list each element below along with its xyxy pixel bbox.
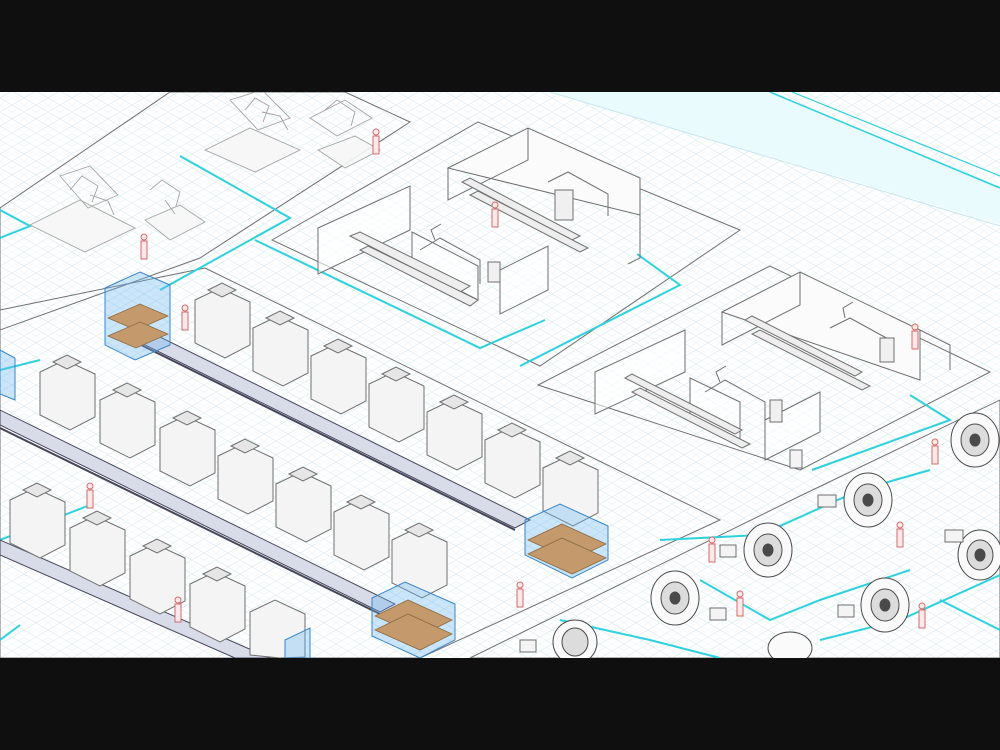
walkway-edge-line [769, 92, 1000, 189]
gantry-top-head [554, 189, 574, 221]
worker [491, 201, 499, 228]
workbenches [519, 449, 964, 653]
cnc-machine [9, 482, 66, 559]
zone-gantry-top-outline [270, 121, 742, 367]
workbench [837, 604, 855, 618]
zone-gantry-right-outline [536, 265, 992, 471]
worker [896, 521, 904, 548]
power-line-h [0, 624, 21, 641]
worker [372, 128, 380, 155]
power-line-b [159, 155, 293, 291]
worker [708, 536, 716, 563]
cnc-machine [333, 494, 390, 571]
cnc-machine [542, 450, 599, 527]
cnc-machine [99, 382, 156, 459]
cnc-machine [391, 522, 448, 599]
workbench [719, 544, 737, 558]
worker [918, 602, 926, 629]
cnc-machine [129, 538, 186, 615]
cnc-machine [189, 566, 246, 643]
jet-engine-4 [743, 522, 793, 578]
robot-cell-1 [203, 92, 381, 173]
worker [911, 323, 919, 350]
cnc-machine [249, 599, 306, 658]
worker [181, 304, 189, 331]
power-line-f [0, 359, 41, 371]
cnc-machine [194, 282, 251, 359]
zone-engine-assembly-outline [469, 399, 1000, 658]
worker [931, 438, 939, 465]
storage-racks [0, 271, 609, 658]
robot-welding-cells [28, 92, 381, 253]
gantry-right-fence-front [594, 329, 686, 415]
cnc-machine [426, 394, 483, 471]
letterbox-top [0, 0, 1000, 92]
cnc-machines-lower [9, 482, 306, 658]
storage-rack-bottom-edge [284, 627, 311, 658]
walkway-edge-line-3 [549, 92, 1000, 227]
gantry-top-fence-front [317, 185, 411, 275]
power-line-e [811, 394, 953, 471]
cnc-machines-middle [39, 354, 448, 599]
storage-rack-bottom [371, 581, 456, 658]
zone-robot-cells-outline [0, 92, 412, 331]
jet-engines [552, 412, 1000, 658]
cnc-machine [252, 310, 309, 387]
factory-floor-isometric-diagram [0, 92, 1000, 658]
zone-cnc-line-outline [0, 267, 722, 658]
workbench [519, 639, 537, 653]
cnc-machine [217, 438, 274, 515]
cnc-line-middle [0, 354, 448, 615]
cnc-machine [39, 354, 96, 431]
workers [86, 128, 939, 629]
conveyor-middle [0, 409, 397, 613]
worker [140, 233, 148, 260]
cnc-line-upper [133, 282, 599, 531]
walkway-edge-line-2 [791, 92, 1000, 177]
jet-engine-2 [843, 472, 893, 528]
worker [736, 590, 744, 617]
jet-engine-3 [957, 529, 1000, 581]
cnc-machine [159, 410, 216, 487]
cnc-machine [484, 422, 541, 499]
cnc-machine [368, 366, 425, 443]
worker [516, 581, 524, 608]
storage-rack-left-edge [0, 349, 16, 401]
zone-outlines [0, 92, 1000, 658]
cnc-machine [69, 510, 126, 587]
cnc-machine [275, 466, 332, 543]
workbench [789, 449, 803, 469]
power-line-a [0, 209, 33, 239]
gantry-cell-right [594, 271, 951, 461]
workbench [709, 607, 727, 621]
cnc-line-lower [0, 482, 306, 658]
jet-engine-8 [767, 631, 813, 658]
jet-engine-6 [650, 570, 700, 626]
jet-engine-5 [860, 577, 910, 633]
worker [174, 596, 182, 623]
power-line-j [699, 569, 911, 622]
robot-cell-2 [28, 165, 206, 253]
cnc-machine [310, 338, 367, 415]
worker [86, 482, 94, 509]
power-line-m [939, 599, 1000, 631]
jet-engine-1 [950, 412, 1000, 468]
cnc-machines-upper [194, 282, 599, 527]
storage-rack-mid [524, 503, 609, 579]
letterbox-bottom [0, 658, 1000, 750]
power-line-c [254, 239, 546, 350]
jet-engine-7 [552, 619, 598, 658]
workbench [944, 529, 964, 543]
storage-rack-top-left [104, 271, 171, 361]
gantry-cell-top [317, 127, 641, 315]
workbench [817, 494, 837, 508]
power-line-d [519, 253, 682, 367]
